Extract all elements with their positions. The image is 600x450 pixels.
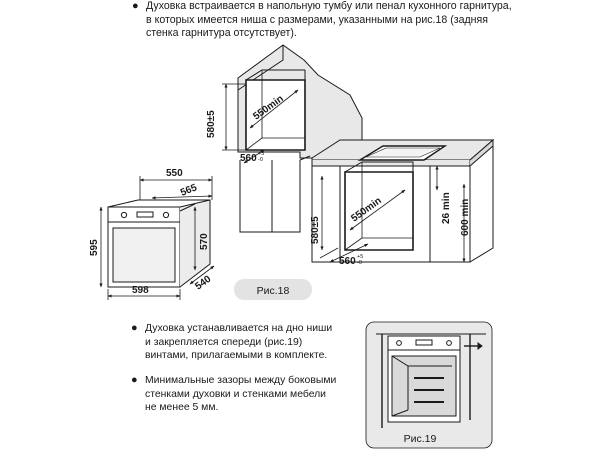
fig19-cavity [391, 355, 457, 417]
fig19-caption: Рис.19 [404, 433, 437, 445]
mount-line-2: и закрепляется спереди (рис.19) [145, 336, 303, 348]
bullet-icon: ● [131, 322, 138, 334]
intro-line-1: Духовка встраивается в напольную тумбу и… [146, 0, 512, 12]
fig19-knob-icon [446, 340, 452, 346]
fig18-kitchen-drawing [237, 44, 495, 263]
tall-niche-height-label: 580±5 [206, 110, 217, 138]
fig18-dimensions [222, 83, 466, 263]
gap-line-2: стенками духовки и стенками мебели [145, 388, 326, 400]
fig19-knob-icon [396, 340, 402, 346]
fig19-drawing [376, 333, 486, 428]
oven-dimensions [99, 176, 215, 300]
gap-paragraph: ● Минимальные зазоры между боковыми стен… [131, 374, 337, 415]
base-height-label: 600 min [460, 199, 471, 236]
oven-body-height-label: 570 [199, 233, 210, 250]
tall-niche-depth-label: 560 [240, 153, 257, 164]
intro-paragraph: ● Духовка встраивается в напольную тумбу… [132, 0, 512, 41]
gap-line-1: Минимальные зазоры между боковыми [145, 375, 337, 386]
intro-line-3: стенка гарнитура отсутствует). [146, 27, 297, 39]
base-niche-depth-label: 560 [339, 256, 356, 267]
bullet-icon: ● [132, 0, 139, 12]
intro-line-2: в которых имеется ниша с размерами, указ… [146, 13, 488, 26]
fig18-caption-pill [234, 279, 312, 300]
bullet-icon: ● [131, 374, 138, 386]
tall-niche-depth-tol: +5 [258, 151, 264, 157]
tall-niche-depth-tol-low: -0 [258, 157, 263, 163]
base-niche-depth-tol-low: -0 [357, 260, 362, 266]
base-niche-depth-tol: +5 [357, 254, 363, 260]
oven-depth-label: 540 [193, 273, 213, 292]
top-gap-label: 26 min [441, 192, 452, 224]
mount-line-3: винтами, прилагаемыми в комплекте. [145, 350, 328, 361]
tall-cabinet-lower [239, 160, 301, 233]
oven-knob-icon [120, 211, 128, 219]
oven-outer-width-label: 550 [166, 168, 183, 179]
base-cabinet [311, 166, 471, 263]
fig18-caption: Рис.18 [257, 285, 290, 297]
base-niche-height-label: 580±5 [310, 216, 321, 244]
oven-front-width-label: 598 [132, 285, 149, 296]
gap-line-3: не менее 5 мм. [145, 402, 219, 413]
oven-knob-icon [162, 211, 170, 219]
mount-paragraph: ● Духовка устанавливается на дно ниши и … [131, 322, 333, 363]
mount-line-1: Духовка устанавливается на дно ниши [145, 323, 333, 334]
oven-height-label: 595 [89, 239, 100, 256]
